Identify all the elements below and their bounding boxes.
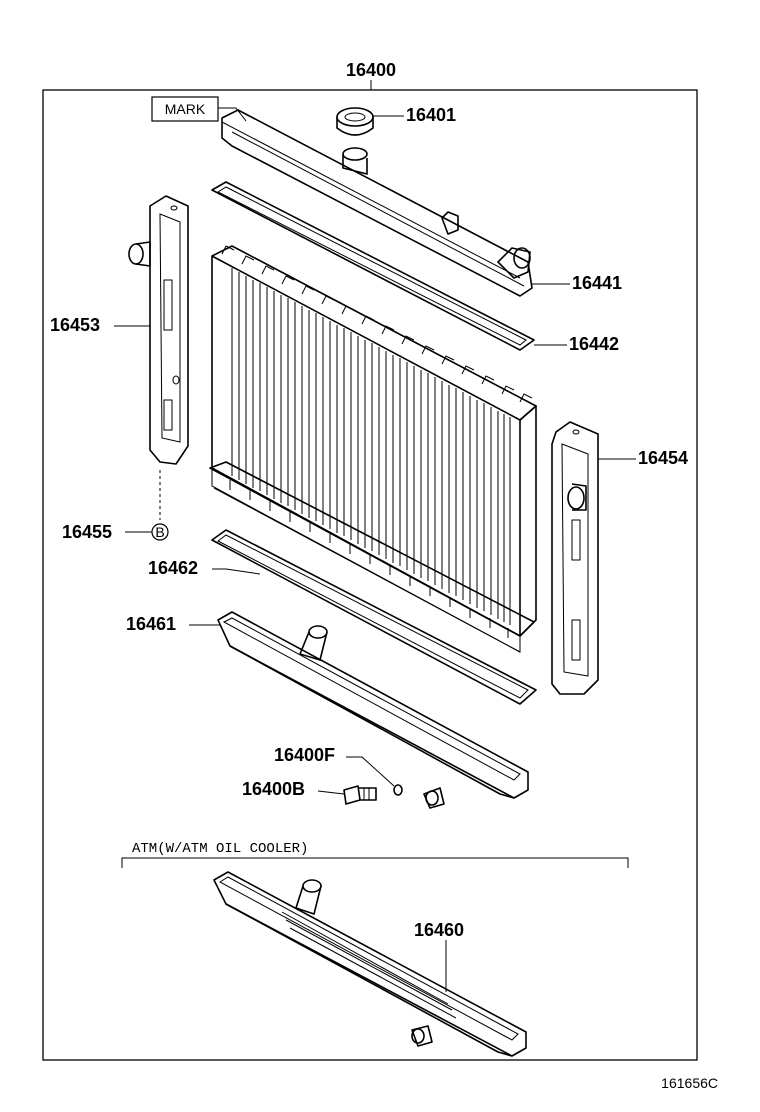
mark-label: MARK [165, 101, 206, 117]
right-support-bracket[interactable] [551, 421, 599, 695]
assembly-part-number[interactable]: 16400 [346, 60, 396, 80]
part-label-16400B[interactable]: 16400B [242, 779, 305, 799]
part-label-16454[interactable]: 16454 [638, 448, 688, 468]
part-label-16442[interactable]: 16442 [569, 334, 619, 354]
part-label-16401[interactable]: 16401 [406, 105, 456, 125]
drain-cock-plug[interactable] [343, 785, 377, 805]
radiator-cap[interactable] [336, 107, 374, 136]
part-label-16462[interactable]: 16462 [148, 558, 198, 578]
radiator-core[interactable] [209, 245, 537, 653]
part-label-16461[interactable]: 16461 [126, 614, 176, 634]
upper-gasket[interactable] [211, 181, 535, 351]
left-support-bracket[interactable] [128, 195, 189, 465]
option-group-bracket [121, 857, 629, 868]
upper-tank[interactable] [221, 109, 533, 297]
lower-gasket[interactable] [211, 529, 537, 705]
option-group-label: ATM(W/ATM OIL COOLER) [132, 841, 308, 857]
leader-16462-b [225, 568, 261, 575]
leader-16400F [346, 756, 395, 787]
drain-gasket[interactable] [393, 784, 403, 796]
leader-16400B [317, 790, 345, 795]
mark-leader [218, 107, 247, 122]
part-label-16441[interactable]: 16441 [572, 273, 622, 293]
part-label-16400F[interactable]: 16400F [274, 745, 335, 765]
lower-tank[interactable] [217, 611, 529, 809]
figure-code: 161656C [661, 1075, 718, 1091]
assembly-frame [42, 89, 698, 1061]
part-label-16453[interactable]: 16453 [50, 315, 100, 335]
mark-box [151, 96, 219, 122]
part-label-16455[interactable]: 16455 [62, 522, 112, 542]
reference-marker-label: B [155, 524, 164, 540]
lower-tank-with-oil-cooler[interactable] [213, 871, 527, 1057]
part-label-16460[interactable]: 16460 [414, 920, 464, 940]
